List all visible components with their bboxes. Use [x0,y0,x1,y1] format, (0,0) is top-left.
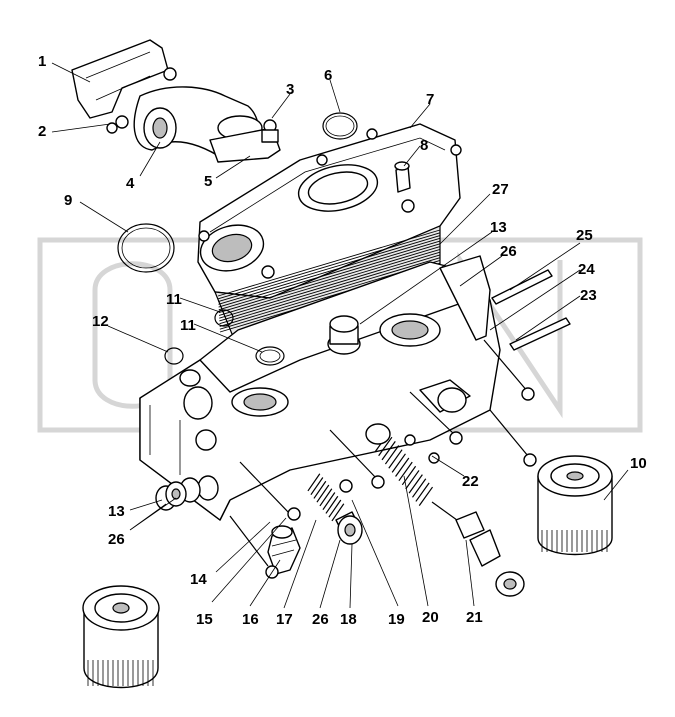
o-ring-9 [117,223,175,273]
callout-14: 14 [190,571,207,588]
fitting-16 [267,525,301,575]
oil-cooler-cover [197,123,462,299]
callout-13b: 13 [490,219,507,236]
callout-9: 9 [64,192,72,209]
bolt-19 [329,429,385,493]
callout-2: 2 [38,123,46,140]
callout-26c: 26 [500,243,517,260]
callout-26b: 26 [312,611,329,628]
oil-filter-left [82,585,160,689]
callout-19: 19 [388,611,405,628]
plug-18 [335,511,363,545]
o-ring-11b [255,346,285,366]
oil-filter-10 [537,455,613,556]
oil-filler-assembly [71,39,281,163]
callout-18: 18 [340,611,357,628]
callout-24: 24 [578,261,595,278]
bolt-14-15 [229,461,301,579]
spring-17 [307,473,345,522]
bolt-22 [404,391,463,464]
callout-11b: 11 [180,317,196,334]
callout-20: 20 [422,609,439,626]
leader-lines [51,62,629,609]
callout-3: 3 [286,81,294,98]
callout-5: 5 [204,173,212,190]
o-ring-6 [322,112,358,140]
callout-11a: 11 [166,291,182,308]
callout-12: 12 [92,313,109,330]
callout-1: 1 [38,53,46,70]
pins-23-24-25 [483,269,571,467]
callout-21: 21 [466,609,483,626]
o-ring-12 [164,347,184,365]
callout-10: 10 [630,455,647,472]
callout-23: 23 [580,287,597,304]
plug-13-left [155,481,187,511]
callout-6: 6 [324,67,332,84]
plug-13 [327,315,361,355]
callout-17: 17 [276,611,293,628]
callout-26a: 26 [108,531,125,548]
callout-7: 7 [426,91,434,108]
o-ring-11a [214,309,234,327]
callout-27: 27 [492,181,509,198]
callout-13a: 13 [108,503,125,520]
callout-labels: 1 2 3 4 5 6 7 8 9 10 11 11 12 13 13 14 1… [38,53,647,628]
callout-22: 22 [462,473,479,490]
callout-8: 8 [420,137,428,154]
valve-21 [431,501,525,597]
callout-4: 4 [126,175,135,192]
bolt-8 [394,161,411,193]
callout-15: 15 [196,611,213,628]
callout-16: 16 [242,611,259,628]
callout-25: 25 [576,227,593,244]
